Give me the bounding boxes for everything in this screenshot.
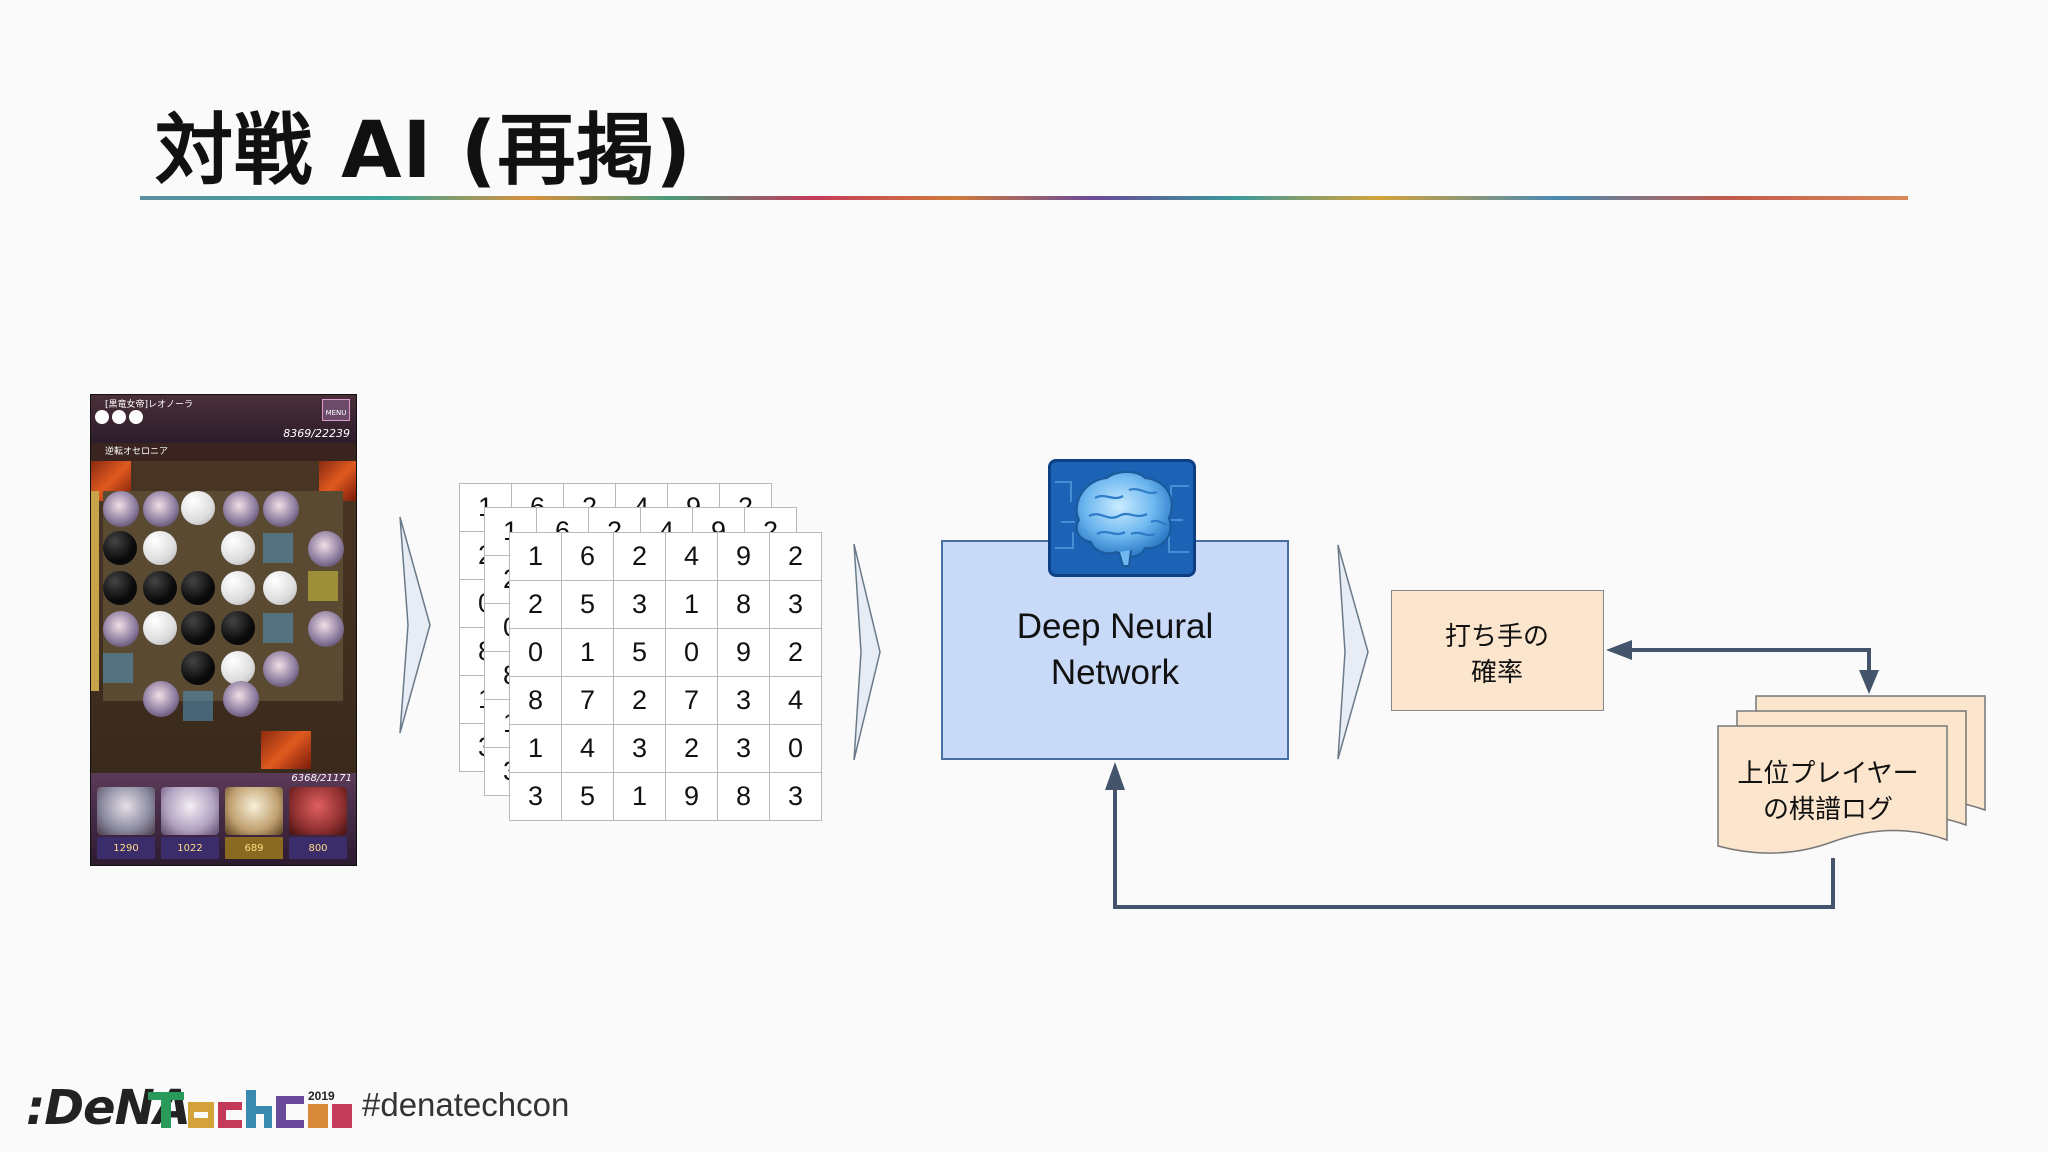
matrix-cell: 0 [769,724,822,773]
deck-portrait-3 [225,787,283,835]
deck-portrait-2 [161,787,219,835]
matrix-cell: 9 [665,772,718,821]
matrix-cell: 4 [665,532,718,581]
dnn-label-line2: Network [1050,653,1180,692]
matrix-cell: 0 [665,628,718,677]
game-log-document-icon [1717,695,1986,854]
chevron-arrow-2 [853,543,881,761]
matrix-cell: 2 [665,724,718,773]
matrix-cell: 6 [561,532,614,581]
matrix-cell: 3 [509,772,562,821]
matrix-cell: 1 [509,532,562,581]
game-enemy-hp: 8369/22239 [283,427,350,440]
matrix-cell: 3 [769,772,822,821]
matrix-cell: 3 [717,724,770,773]
game-player-hp: 6368/21171 [291,773,352,784]
arrowhead-down [1859,670,1879,694]
deck-stat-4: 800 [289,837,347,859]
chevron-arrow-1 [399,516,431,734]
matrix-cell: 2 [509,580,562,629]
arrowhead-left [1606,640,1632,660]
matrix-cell: 8 [717,772,770,821]
game-bottom-bar: 6368/21171 1290 1022 689 800 [91,773,356,865]
deck-stat-2: 1022 [161,837,219,859]
brain-icon [1048,459,1196,577]
matrix-cell: 1 [665,580,718,629]
deck-portrait-1 [97,787,155,835]
arrowhead-up [1105,762,1125,790]
game-skill-bar: 逆転オセロニア [91,443,356,461]
game-board [103,491,344,721]
matrix-cell: 3 [613,580,666,629]
deck-stat-1: 1290 [97,837,155,859]
game-player-name: [黒竜女帝]レオノーラ [105,400,194,410]
game-menu-button: MENU [322,399,350,421]
move-probability-label: 打ち手の 確率 [1392,619,1602,691]
title-divider [140,196,1908,200]
techcon-logo: 2019 [148,1086,353,1130]
matrix-cell: 5 [561,772,614,821]
game-orbs [95,409,146,428]
move-probability-line1: 打ち手の [1444,622,1549,652]
game-log-label: 上位プレイヤー の棋譜ログ [1718,756,1938,828]
matrix-cell: 5 [561,580,614,629]
matrix-cell: 4 [769,676,822,725]
move-probability-line2: 確率 [1470,658,1523,688]
matrix-cell: 2 [769,532,822,581]
matrix-cell: 3 [769,580,822,629]
game-log-line1: 上位プレイヤー [1737,759,1919,789]
svg-text:2019: 2019 [308,1089,335,1103]
matrix-cell: 5 [613,628,666,677]
deck-stat-3: 689 [225,837,283,859]
matrix-cell: 7 [665,676,718,725]
matrix-cell: 2 [769,628,822,677]
bidirectional-connector [1620,648,1871,682]
event-hashtag: #denatechcon [362,1086,570,1123]
dnn-label-line1: Deep Neural [1016,607,1214,646]
matrix-cell: 1 [613,772,666,821]
matrix-cell: 2 [613,676,666,725]
matrix-cell: 4 [561,724,614,773]
move-probability-box: 打ち手の 確率 [1391,590,1604,711]
dnn-label: Deep Neural Network [943,604,1287,696]
slide-title: 対戦 AI (再掲) [155,106,692,196]
matrix-cell: 3 [613,724,666,773]
matrix-cell: 8 [509,676,562,725]
training-feedback-connector [1113,778,1835,909]
game-screenshot: [黒竜女帝]レオノーラ MENU 8369/22239 逆転オセロニア [90,394,357,866]
deck-portrait-4 [289,787,347,835]
game-log-line2: の棋譜ログ [1762,795,1893,825]
matrix-cell: 0 [509,628,562,677]
game-top-bar: [黒竜女帝]レオノーラ MENU 8369/22239 [91,395,356,443]
chevron-arrow-3 [1337,544,1369,760]
